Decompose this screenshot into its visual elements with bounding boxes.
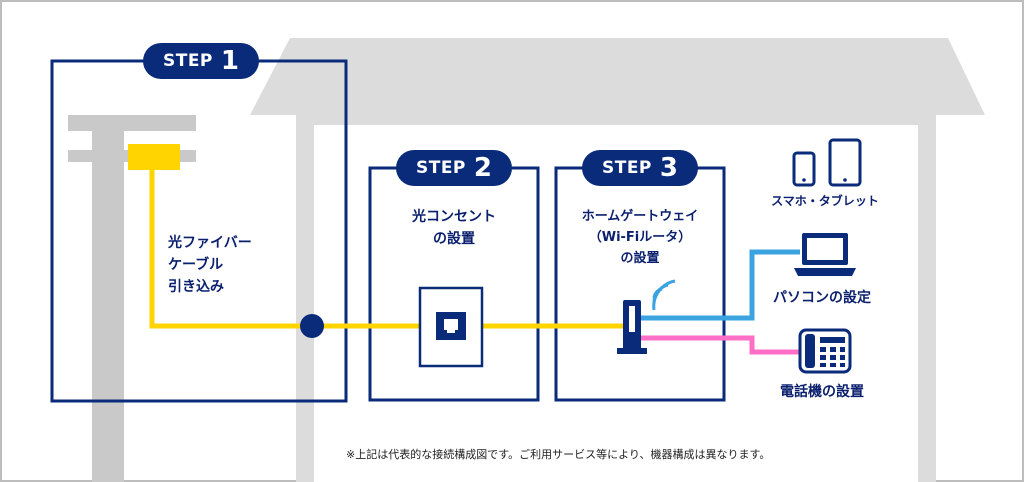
smartphone-icon — [792, 151, 816, 187]
outlet-icon — [418, 286, 484, 368]
step2-number: 2 — [473, 153, 492, 183]
outlet-label-line1: 光コンセント — [412, 209, 496, 225]
gateway-label-line1: ホームゲートウェイ — [581, 209, 699, 224]
pc-label: パソコンの設定 — [773, 290, 871, 306]
fiber-label-line2: ケーブル — [168, 257, 224, 273]
gateway-label-line3: の設置 — [620, 251, 660, 266]
lan-cable — [640, 249, 800, 321]
wall-entry-point — [300, 314, 324, 338]
step3-word: STEP — [601, 158, 652, 178]
fiber-label-line1: 光ファイバー — [168, 235, 252, 251]
phone-label: 電話機の設置 — [780, 384, 864, 400]
step3-badge: STEP 3 — [582, 150, 698, 186]
step3-number: 3 — [659, 153, 678, 183]
outlet-label-line2: の設置 — [433, 231, 475, 247]
tablet-icon — [828, 138, 862, 187]
step2-badge: STEP 2 — [396, 150, 512, 186]
fiber-label: 光ファイバー ケーブル 引き込み — [168, 232, 278, 298]
telephone-icon — [798, 328, 852, 374]
laptop-icon — [794, 233, 856, 276]
gateway-label-line2: （Wi-Fiルータ） — [588, 230, 692, 245]
step1-number: 1 — [220, 46, 239, 76]
tel-cable — [640, 335, 800, 355]
router-icon — [617, 300, 647, 354]
wifi-icon — [652, 279, 676, 311]
step3-frame — [554, 166, 726, 402]
footnote: ※上記は代表的な接続構成図です。ご利用サービス等により、機器構成は異なります。 — [346, 448, 771, 461]
step1-word: STEP — [162, 51, 213, 71]
gateway-label: ホームゲートウェイ （Wi-Fiルータ） の設置 — [559, 206, 721, 269]
step1-badge: STEP 1 — [143, 43, 259, 79]
fiber-label-line3: 引き込み — [168, 279, 224, 295]
smartphone-label: スマホ・タブレット — [771, 194, 879, 208]
closure-box — [128, 144, 180, 170]
step2-word: STEP — [415, 158, 466, 178]
outlet-label: 光コンセント の設置 — [373, 206, 535, 250]
